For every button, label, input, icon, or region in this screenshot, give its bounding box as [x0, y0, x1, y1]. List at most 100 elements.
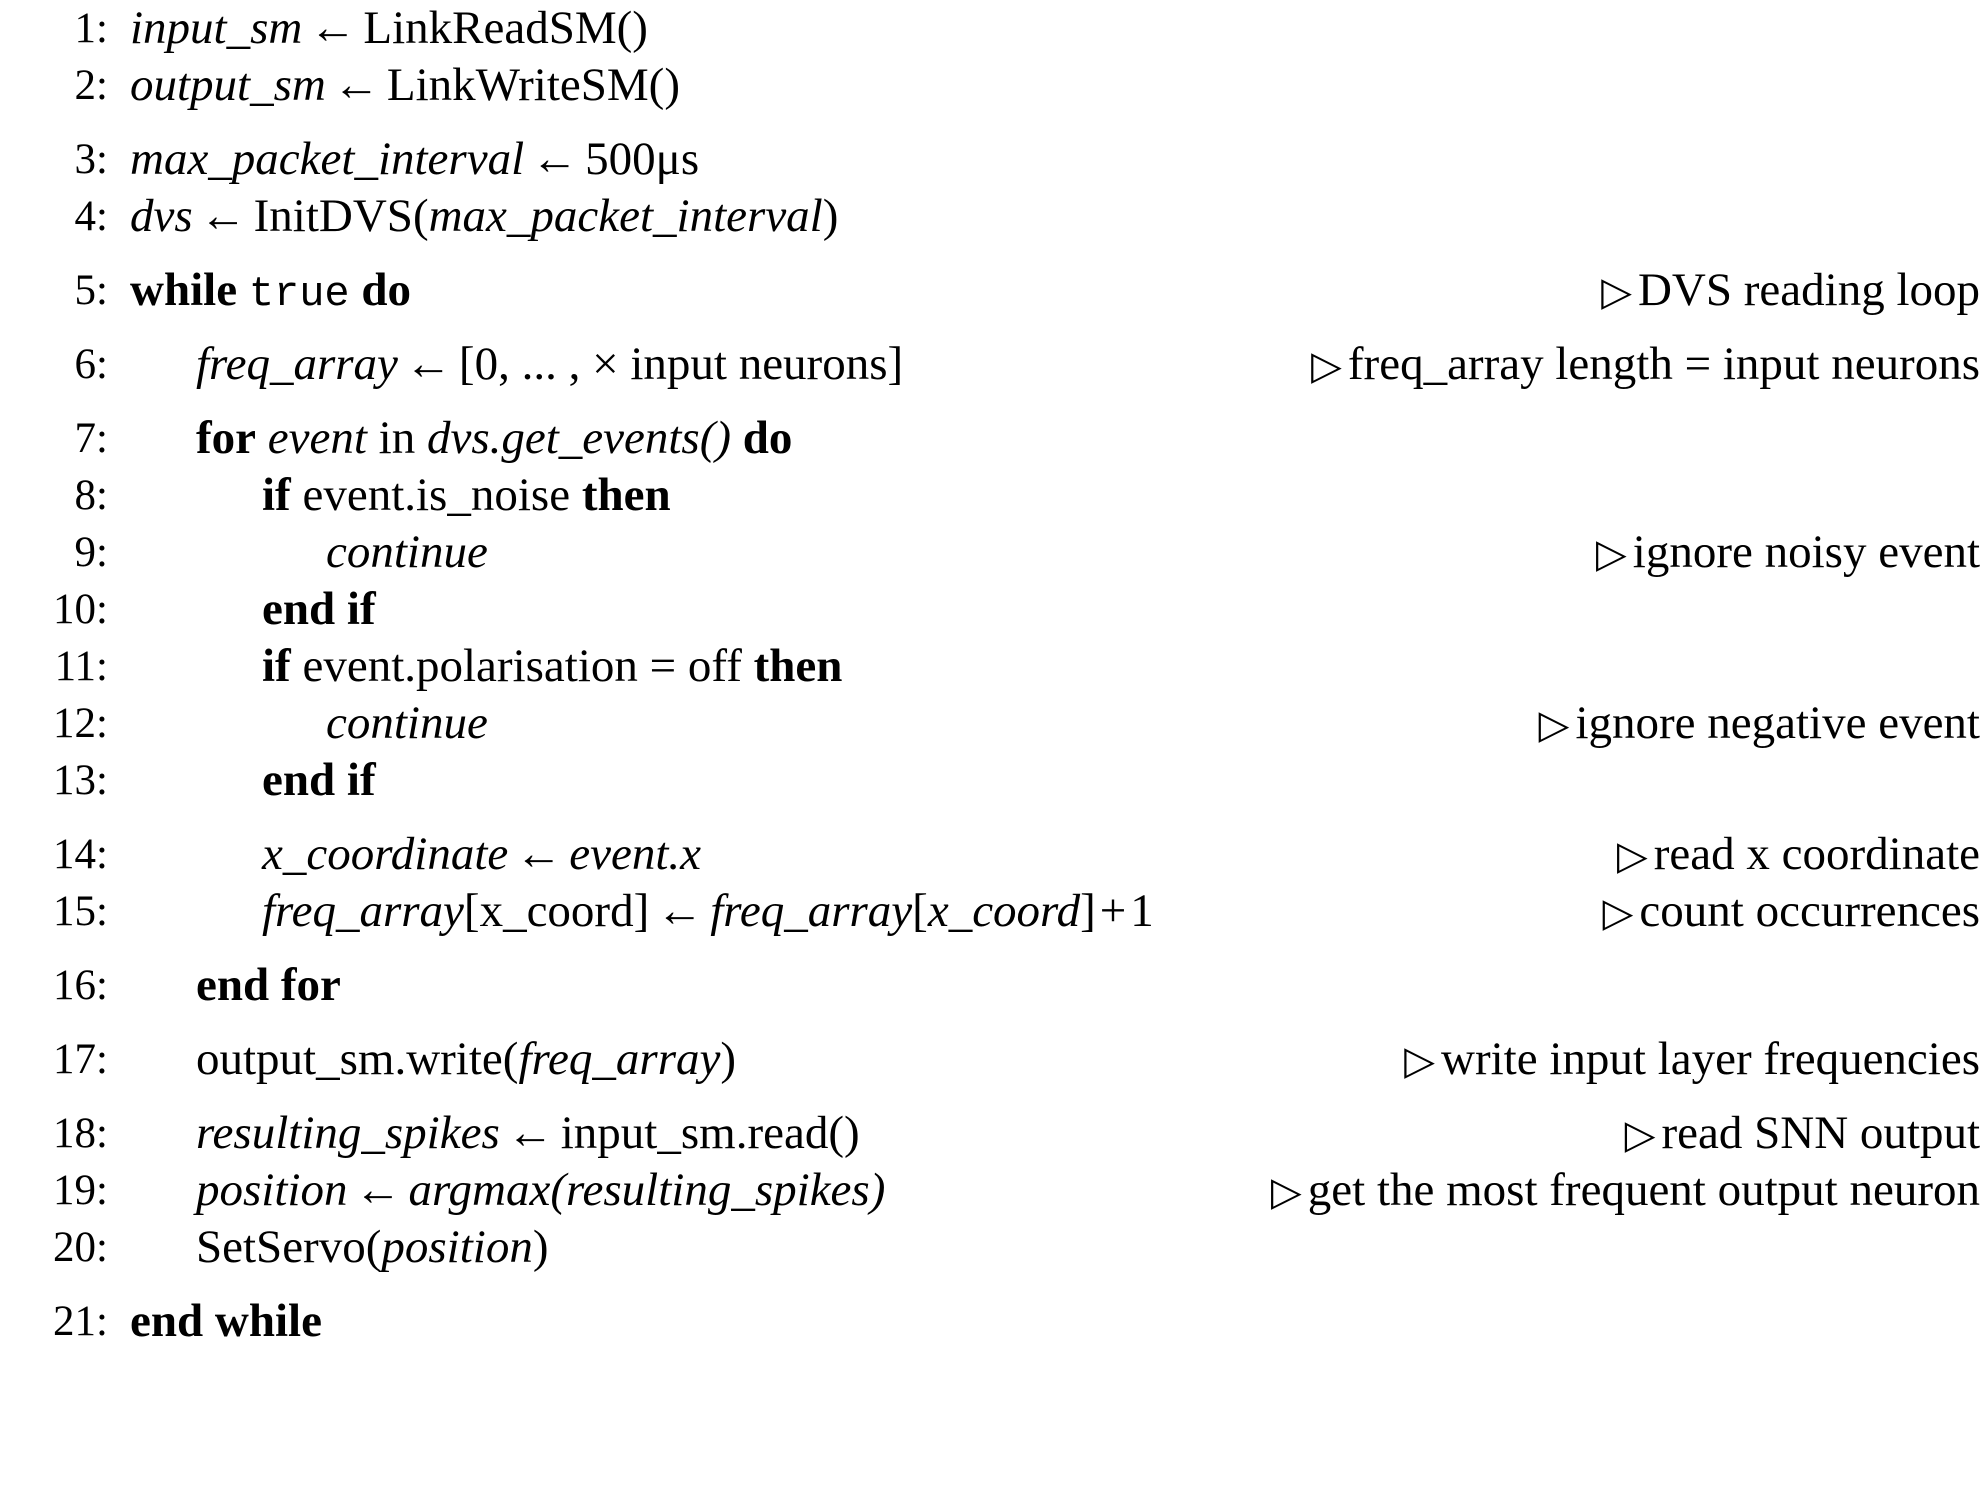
- line-number: 14:: [53, 831, 108, 878]
- line-number: 10:: [53, 586, 108, 633]
- comment-text: ignore noisy event: [1632, 526, 1980, 578]
- line-number: 21:: [53, 1298, 108, 1345]
- code-token: ]: [1080, 885, 1096, 937]
- line-code: resulting_spikes←input_sm.read(): [196, 1105, 860, 1162]
- line-code: continue: [326, 695, 488, 752]
- code-token: ): [822, 190, 839, 242]
- line-code: x_coordinate←event.x: [262, 826, 701, 883]
- algorithm-line: 10: end if: [0, 581, 1988, 638]
- code-token: max_packet_interval: [428, 190, 823, 242]
- line-code: dvs←InitDVS(max_packet_interval): [130, 188, 838, 245]
- line-comment: ▷freq_array length = input neurons: [1311, 336, 1980, 394]
- code-token: +: [1099, 885, 1127, 937]
- code-token: output_sm.write(: [196, 1033, 519, 1085]
- algorithm-line: 14: x_coordinate←event.x ▷read x coordinat…: [0, 826, 1988, 883]
- code-token: freq_array: [262, 885, 464, 937]
- comment-triangle-icon: ▷: [1617, 833, 1648, 878]
- algorithm-line: 17:output_sm.write(freq_array)▷write inp…: [0, 1031, 1988, 1088]
- code-token: in: [366, 412, 427, 464]
- line-code: freq_array[x_coord]←freq_array[x_coord]+…: [262, 883, 1154, 940]
- code-token: InitDVS(: [253, 190, 429, 242]
- code-token: true: [248, 270, 350, 318]
- line-number: 7:: [74, 415, 108, 462]
- algorithm-line: 2:output_sm←LinkWriteSM(): [0, 57, 1988, 114]
- algorithm-line: 15:freq_array[x_coord]←freq_array[x_coor…: [0, 883, 1988, 940]
- code-token: [237, 264, 249, 316]
- line-code: for event in dvs.get_events() do: [196, 410, 792, 467]
- comment-triangle-icon: ▷: [1311, 343, 1342, 388]
- code-token: ←: [404, 338, 452, 390]
- code-token: event.polarisation = off: [290, 640, 754, 692]
- line-code: output_sm←LinkWriteSM(): [130, 57, 680, 114]
- code-token: then: [753, 640, 843, 692]
- code-token: LinkReadSM(): [363, 2, 648, 54]
- line-number: 4:: [74, 193, 108, 240]
- line-number: 19:: [53, 1167, 108, 1214]
- code-token: dvs: [130, 190, 193, 242]
- code-token: ): [720, 1033, 737, 1085]
- code-token: [350, 264, 362, 316]
- code-token: [731, 412, 743, 464]
- line-number: 20:: [53, 1224, 108, 1271]
- algorithm-line: 19:position←argmax(resulting_spikes)▷get…: [0, 1162, 1988, 1219]
- code-token: event.is_noise: [290, 469, 582, 521]
- comment-triangle-icon: ▷: [1538, 702, 1570, 747]
- comment-triangle-icon: ▷: [1624, 1112, 1656, 1157]
- algorithm-line: 11:if event.polarisation = off then: [0, 638, 1988, 695]
- comment-text: freq_array length = input neurons: [1347, 338, 1980, 390]
- comment-triangle-icon: ▷: [1271, 1169, 1302, 1214]
- line-code: input_sm←LinkReadSM(): [130, 0, 648, 57]
- code-token: freq_array: [196, 338, 398, 390]
- line-number: 6:: [74, 341, 108, 388]
- line-number: 3:: [74, 136, 108, 183]
- algorithm-line: 20:SetServo(position): [0, 1219, 1988, 1276]
- line-number: 12:: [53, 700, 108, 747]
- algorithm-line: 6:freq_array←[0, ... , × input neurons]▷…: [0, 336, 1988, 393]
- algorithm-line: 3:max_packet_interval←500μs: [0, 131, 1988, 188]
- code-token: event: [267, 412, 367, 464]
- algorithm-line: 13: end if: [0, 752, 1988, 809]
- line-code: end if: [262, 581, 376, 638]
- code-token: freq_array: [518, 1033, 721, 1085]
- code-token: LinkWriteSM(): [386, 59, 680, 111]
- line-comment: ▷count occurrences: [1603, 883, 1980, 941]
- code-token: input_sm: [130, 2, 303, 54]
- code-token: end if: [262, 583, 376, 635]
- line-code: end if: [262, 752, 376, 809]
- code-token: ): [532, 1221, 549, 1273]
- code-token: if: [262, 640, 291, 692]
- line-comment: ▷DVS reading loop: [1601, 262, 1980, 320]
- line-comment: ▷get the most frequent output neuron: [1271, 1162, 1980, 1220]
- line-comment: ▷ignore negative event: [1539, 695, 1980, 753]
- comment-triangle-icon: ▷: [1602, 890, 1634, 935]
- comment-triangle-icon: ▷: [1404, 1038, 1436, 1083]
- comment-text: count occurrences: [1639, 885, 1980, 937]
- code-token: ←: [656, 885, 704, 937]
- algorithm-line: 9:continue▷ignore noisy event: [0, 524, 1988, 581]
- comment-triangle-icon: ▷: [1601, 269, 1632, 314]
- line-number: 15:: [53, 888, 108, 935]
- code-token: SetServo(: [196, 1221, 382, 1273]
- code-token: x_coordinate: [262, 828, 509, 880]
- algorithm-line: 8:if event.is_noise then: [0, 467, 1988, 524]
- code-token: [x_coord]: [463, 885, 650, 937]
- comment-text: DVS reading loop: [1637, 264, 1980, 316]
- code-token: output_sm: [130, 59, 326, 111]
- code-token: continue: [326, 526, 488, 578]
- comment-text: read x coordinate: [1653, 828, 1980, 880]
- line-number: 13:: [53, 757, 108, 804]
- line-code: continue: [326, 524, 488, 581]
- code-token: ←: [332, 59, 380, 111]
- code-token: event.x: [569, 828, 702, 880]
- code-token: ←: [506, 1107, 554, 1159]
- line-number: 5:: [74, 267, 108, 314]
- line-code: end for: [196, 957, 341, 1014]
- code-token: do: [742, 412, 793, 464]
- code-token: dvs.get_events(): [426, 412, 732, 464]
- code-token: [256, 412, 268, 464]
- line-code: end while: [130, 1293, 322, 1350]
- code-token: [: [912, 885, 928, 937]
- code-token: continue: [326, 697, 488, 749]
- code-token: x_coord: [927, 885, 1081, 937]
- algorithm-line: 1:input_sm←LinkReadSM(): [0, 0, 1988, 57]
